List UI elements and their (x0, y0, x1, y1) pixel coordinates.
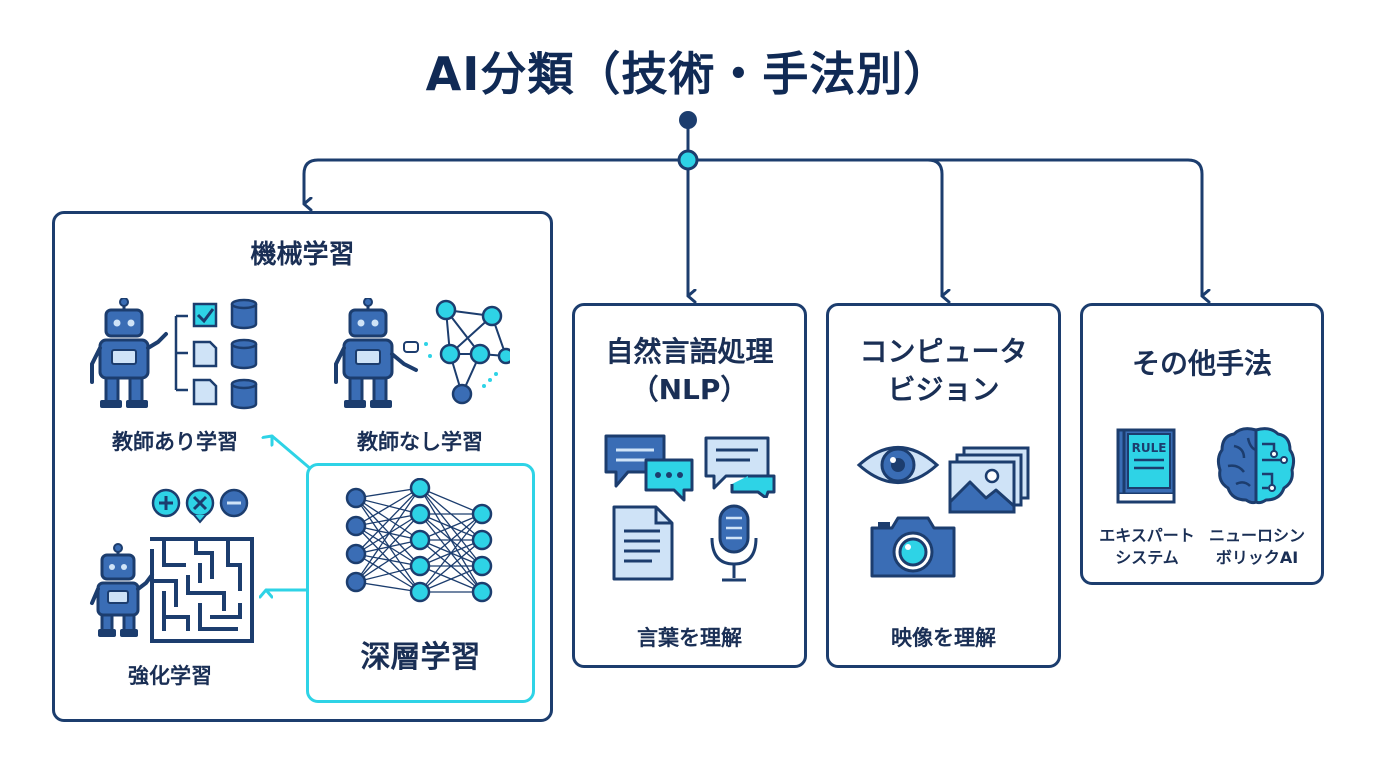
nlp-title-line1: 自然言語処理 (605, 335, 774, 368)
camera-icon (870, 516, 956, 578)
page-title: AI分類（技術・手法別） (425, 47, 951, 101)
image-gallery-icon (948, 446, 1030, 514)
nlp-title-line2: （NLP） (630, 373, 749, 406)
machine-learning-title: 機械学習 (250, 240, 355, 270)
rule-book-icon: RULE (1116, 428, 1176, 504)
cv-title-line2: ビジョン (887, 373, 1000, 406)
unsupervised-learning-label: 教師なし学習 (357, 430, 483, 454)
supervised-robot-icon (90, 298, 258, 410)
other-methods-title: その他手法 (1131, 347, 1272, 380)
document-icon (612, 505, 674, 581)
brain-circuit-icon (1216, 427, 1296, 505)
microphone-icon (710, 504, 758, 582)
message-icon (704, 436, 776, 498)
expert-system-line2: システム (1115, 548, 1179, 567)
neuro-symbolic-line1: ニューロシン (1208, 526, 1305, 545)
reinforcement-maze-icon (90, 488, 254, 643)
cv-title-line1: コンピュータ (859, 335, 1028, 368)
neural-network-icon (345, 478, 493, 603)
reinforcement-learning-label: 強化学習 (128, 664, 212, 688)
junction-node (677, 149, 699, 171)
eye-icon (856, 446, 940, 484)
cv-caption: 映像を理解 (891, 626, 996, 650)
rule-book-text: RULE (1132, 441, 1167, 455)
unsupervised-robot-icon (334, 298, 510, 408)
supervised-learning-label: 教師あり学習 (112, 430, 238, 454)
cyan-arrows (0, 0, 313, 722)
branch-other (688, 158, 1202, 296)
expert-system-line1: エキスパート (1099, 526, 1195, 545)
chat-bubbles-icon (604, 434, 694, 502)
branch-cv (688, 158, 942, 296)
deep-learning-label: 深層学習 (360, 640, 481, 675)
neuro-symbolic-line2: ボリックAI (1215, 548, 1299, 567)
nlp-caption: 言葉を理解 (637, 626, 742, 650)
branch-ml (302, 158, 688, 204)
root-node (679, 111, 697, 129)
